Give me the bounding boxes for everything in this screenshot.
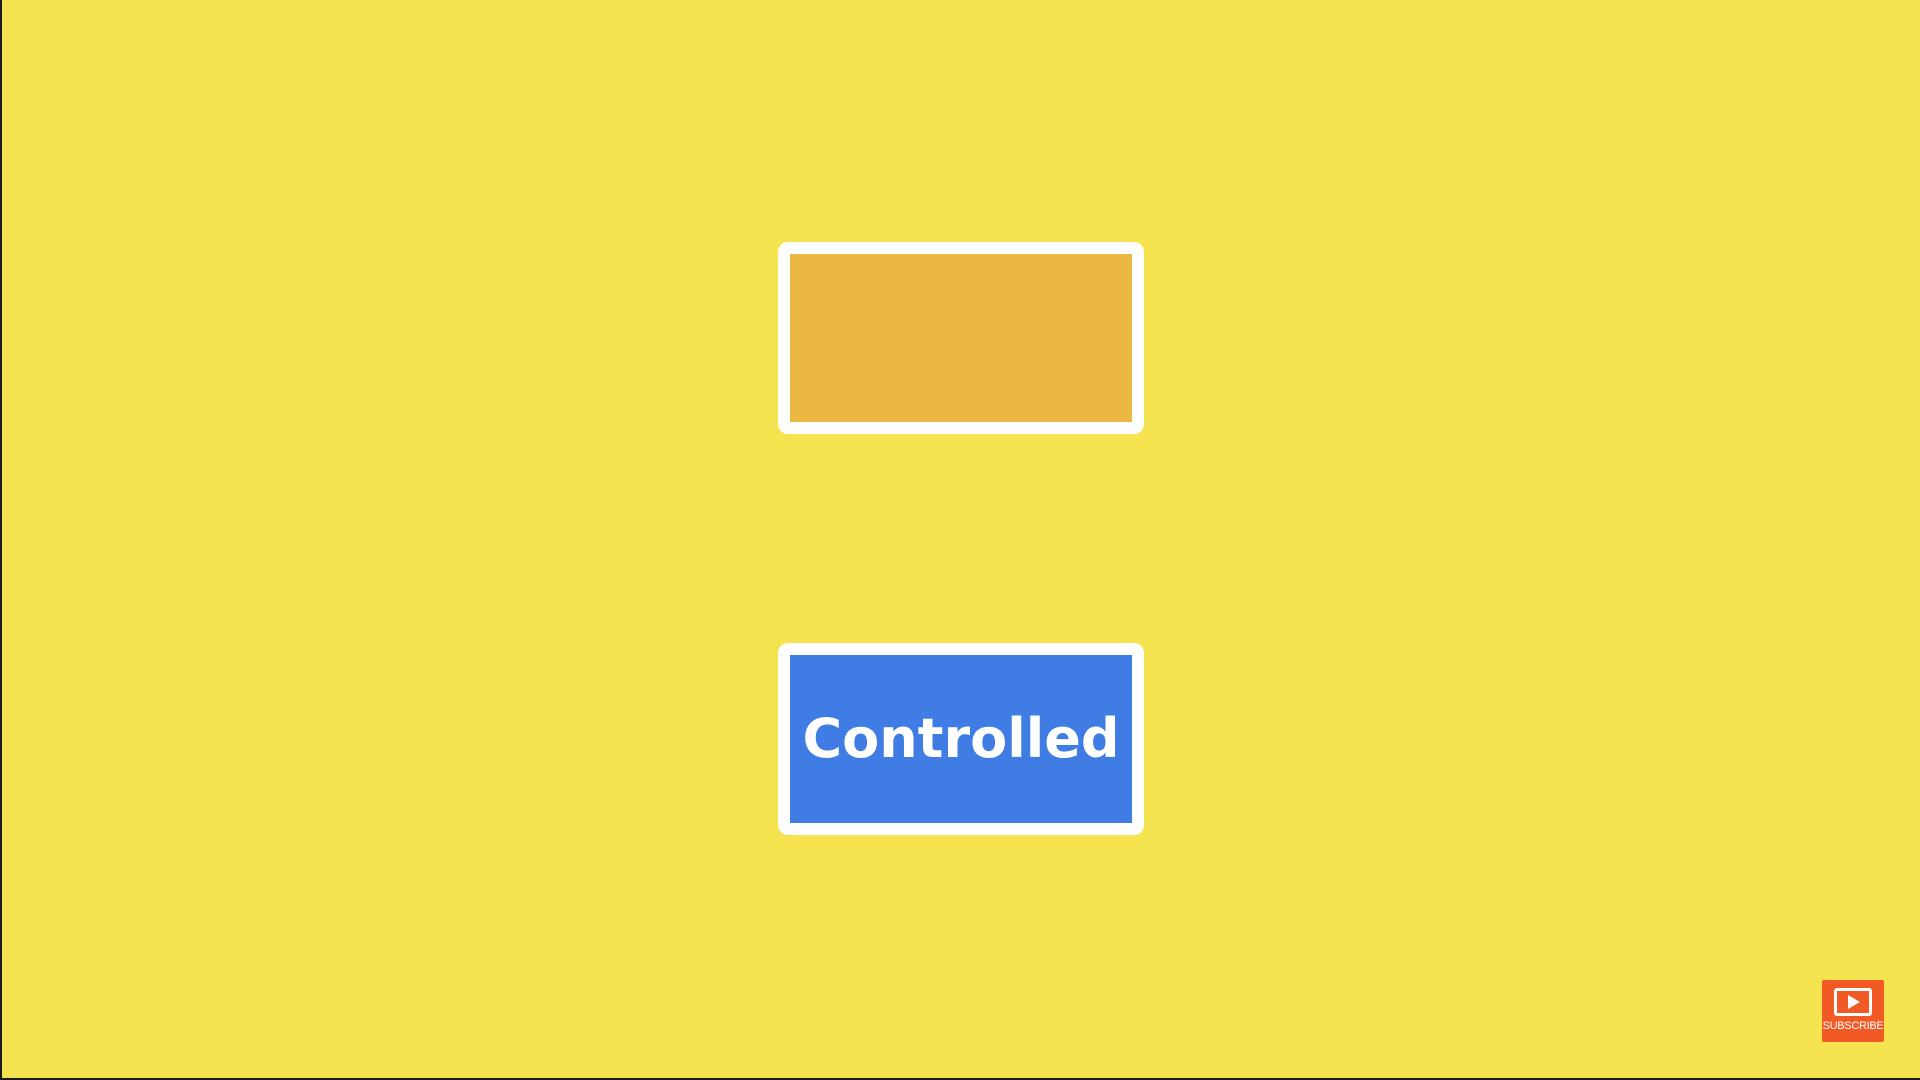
subscribe-label: SUBSCRIBE bbox=[1822, 1020, 1884, 1032]
frame-edge-bottom bbox=[0, 1078, 1920, 1080]
subscribe-button[interactable]: SUBSCRIBE bbox=[1822, 980, 1884, 1042]
controlled-card-fill: Controlled bbox=[790, 655, 1132, 823]
controlled-card-label: Controlled bbox=[802, 707, 1120, 770]
play-icon bbox=[1834, 988, 1872, 1016]
empty-card-fill bbox=[790, 254, 1132, 422]
frame-edge-left bbox=[0, 0, 2, 1080]
empty-card bbox=[778, 242, 1144, 434]
controlled-card: Controlled bbox=[778, 643, 1144, 835]
play-triangle-icon bbox=[1848, 995, 1860, 1009]
